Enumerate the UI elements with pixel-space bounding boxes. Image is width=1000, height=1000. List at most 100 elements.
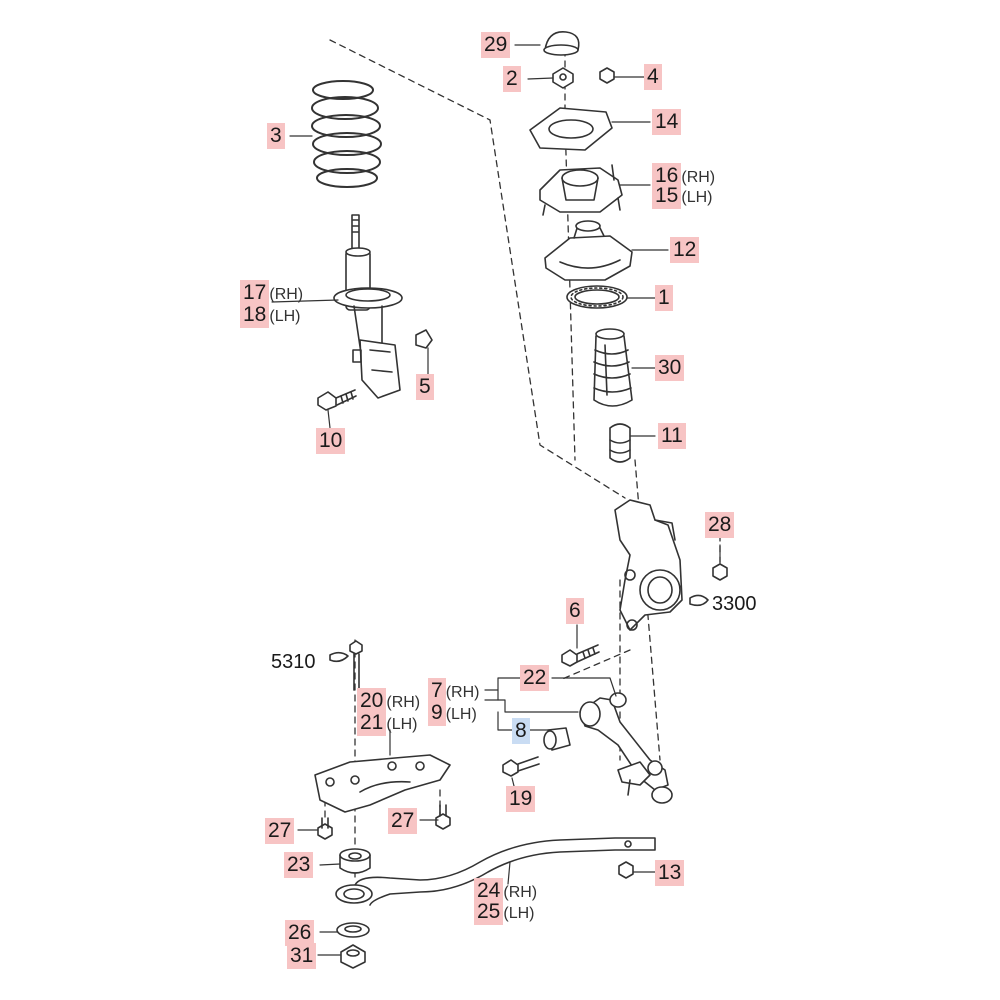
callout-7: 7(RH) (428, 678, 479, 704)
stabilizer-bar (335, 837, 656, 906)
callout-22: 22 (520, 665, 550, 691)
callout-number: 30 (655, 355, 685, 381)
strut-bolt (317, 389, 357, 411)
steering-knuckle (614, 499, 709, 631)
callout-5: 5 (416, 374, 434, 400)
callout-suffix: (LH) (503, 905, 535, 922)
subframe-bracket (314, 754, 451, 813)
callout-number: 4 (644, 64, 662, 90)
callout-number: 27 (388, 808, 418, 834)
callout-4: 4 (644, 64, 662, 90)
callout-number: 23 (284, 852, 314, 878)
callout-suffix: (LH) (445, 706, 477, 723)
callout-suffix: (RH) (503, 884, 538, 901)
callout-27-left: 27 (265, 818, 295, 844)
callout-6: 6 (566, 598, 584, 624)
callout-number: 26 (285, 920, 315, 946)
callout-suffix: (RH) (386, 694, 421, 711)
callout-14: 14 (652, 109, 682, 135)
mount-nut (599, 67, 615, 84)
callout-23: 23 (284, 852, 314, 878)
callout-number: 8 (512, 718, 530, 744)
dust-cap (543, 31, 580, 56)
strut-nut (415, 329, 433, 349)
knuckle-nut (712, 563, 728, 581)
callout-number: 15 (652, 183, 682, 209)
callout-number: 28 (705, 512, 735, 538)
callout-number: 1 (655, 285, 673, 311)
callout-number: 9 (428, 700, 446, 726)
callout-number: 21 (357, 710, 387, 736)
coil-spring (311, 80, 382, 188)
callout-30: 30 (655, 355, 685, 381)
callout-number: 12 (670, 237, 700, 263)
callout-suffix: (LH) (269, 308, 301, 325)
callout-25: 25(LH) (474, 899, 534, 925)
callout-12: 12 (670, 237, 700, 263)
callout-number: 17 (240, 280, 270, 306)
callout-19: 19 (506, 786, 536, 812)
callout-1: 1 (655, 285, 673, 311)
callout-26: 26 (285, 920, 315, 946)
callout-13: 13 (655, 860, 685, 886)
callout-number: 31 (287, 943, 317, 969)
callout-number: 3 (267, 123, 285, 149)
callout-9: 9(LH) (428, 700, 477, 726)
callout-20: 20(RH) (357, 688, 420, 714)
spring-upper-seat (544, 220, 633, 281)
callout-number: 22 (520, 665, 550, 691)
callout-8: 8 (512, 718, 530, 744)
callout-2: 2 (503, 66, 521, 92)
callout-3: 3 (267, 123, 285, 149)
callout-suffix: (LH) (681, 189, 713, 206)
callout-number: 10 (316, 428, 346, 454)
callout-suffix: (RH) (681, 169, 716, 186)
callout-number: 14 (652, 109, 682, 135)
knuckle-bolt (561, 644, 600, 667)
callout-suffix: (RH) (269, 286, 304, 303)
callout-number: 19 (506, 786, 536, 812)
callout-18: 18(LH) (240, 302, 300, 328)
callout-number: 11 (658, 423, 686, 449)
callout-number: 2 (503, 66, 521, 92)
callout-27-right: 27 (388, 808, 418, 834)
callout-number: 7 (428, 678, 446, 704)
callout-number: 29 (481, 32, 511, 58)
callout-28: 28 (705, 512, 735, 538)
dust-boot (593, 328, 633, 407)
long-bolt (329, 640, 363, 691)
callout-10: 10 (316, 428, 346, 454)
callout-number: 20 (357, 688, 387, 714)
top-nut (552, 67, 574, 89)
callout-suffix: (LH) (386, 716, 418, 733)
bracket-bolt-left (317, 817, 333, 840)
strut-bearing (566, 285, 628, 309)
ref-3300: 3300 (712, 593, 757, 615)
callout-11: 11 (658, 423, 686, 449)
callout-21: 21(LH) (357, 710, 417, 736)
washer (336, 922, 370, 938)
callout-number: 25 (474, 899, 504, 925)
ref-5310: 5310 (271, 651, 316, 673)
mounting-plate (529, 107, 613, 151)
callout-31: 31 (287, 943, 317, 969)
bump-stopper (609, 423, 631, 463)
callout-15: 15(LH) (652, 183, 712, 209)
leader-lines (271, 44, 721, 956)
callout-suffix: (RH) (445, 684, 480, 701)
bracket-bolt-right (435, 804, 451, 830)
strut-insulator (539, 164, 623, 216)
callout-17: 17(RH) (240, 280, 303, 306)
stabilizer-bushing (339, 848, 371, 874)
arm-bushing (543, 727, 571, 751)
callout-29: 29 (481, 32, 511, 58)
callout-number: 13 (655, 860, 685, 886)
stabilizer-nut (618, 861, 634, 879)
arm-bolt (502, 756, 540, 777)
lower-control-arm (579, 692, 673, 804)
bottom-nut (340, 944, 366, 969)
strut-assembly (333, 214, 403, 399)
callout-number: 6 (566, 598, 584, 624)
callout-number: 5 (416, 374, 434, 400)
